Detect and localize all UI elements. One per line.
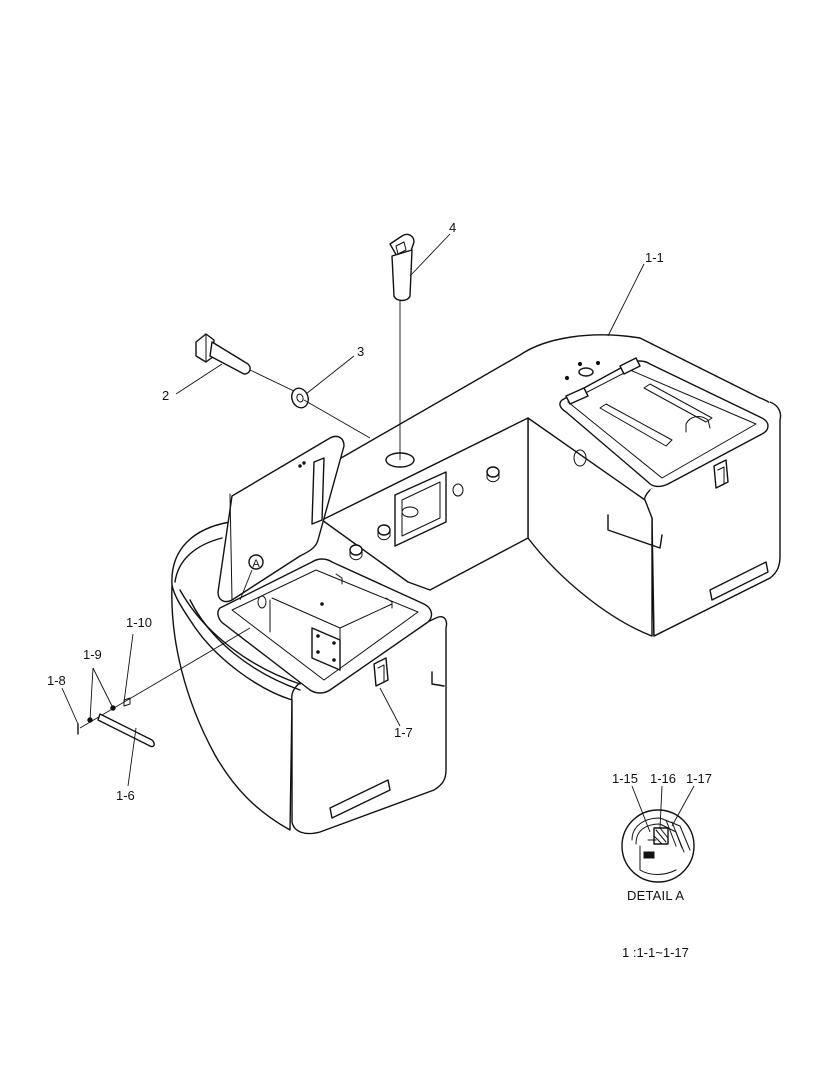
label-1-1: 1-1 (645, 250, 664, 265)
label-leaders (61, 233, 645, 787)
label-1-15: 1-15 (612, 771, 638, 786)
hinge-right-2 (619, 357, 641, 375)
label-1-8: 1-8 (47, 673, 66, 688)
stud-1 (486, 466, 500, 483)
label-1-6: 1-6 (116, 788, 135, 803)
latch-right (713, 459, 729, 489)
detail-marker-label: A (252, 558, 260, 570)
left-box-frame (217, 558, 433, 694)
washer-part-3 (291, 387, 371, 439)
latch-left (373, 657, 389, 687)
label-3: 3 (357, 344, 364, 359)
label-2: 2 (162, 388, 169, 403)
lifting-slot-right (709, 561, 769, 601)
label-1-9: 1-9 (83, 647, 102, 662)
label-4: 4 (449, 220, 456, 235)
label-1-10: 1-10 (126, 615, 152, 630)
detail-a-marker: A (239, 554, 264, 601)
detail-a-title: DETAIL A (627, 888, 684, 903)
assembly-note: 1 :1-1~1-17 (622, 945, 689, 960)
part-labels: 1-1 4 3 2 1-10 1-9 1-8 1-6 1-7 1-15 1-16… (47, 220, 712, 960)
hinge-right-1 (565, 387, 589, 405)
lifting-slot-left (329, 779, 391, 819)
label-1-7: 1-7 (394, 725, 413, 740)
label-1-17: 1-17 (686, 771, 712, 786)
mount-plate (311, 627, 341, 671)
label-1-16: 1-16 (650, 771, 676, 786)
stud-3 (349, 544, 363, 561)
detail-a-inset (621, 785, 695, 883)
right-lid (559, 357, 769, 489)
center-opening (394, 471, 447, 547)
bolt-part-2 (195, 333, 297, 393)
pin-part-4 (389, 233, 415, 460)
stud-2 (377, 524, 391, 541)
